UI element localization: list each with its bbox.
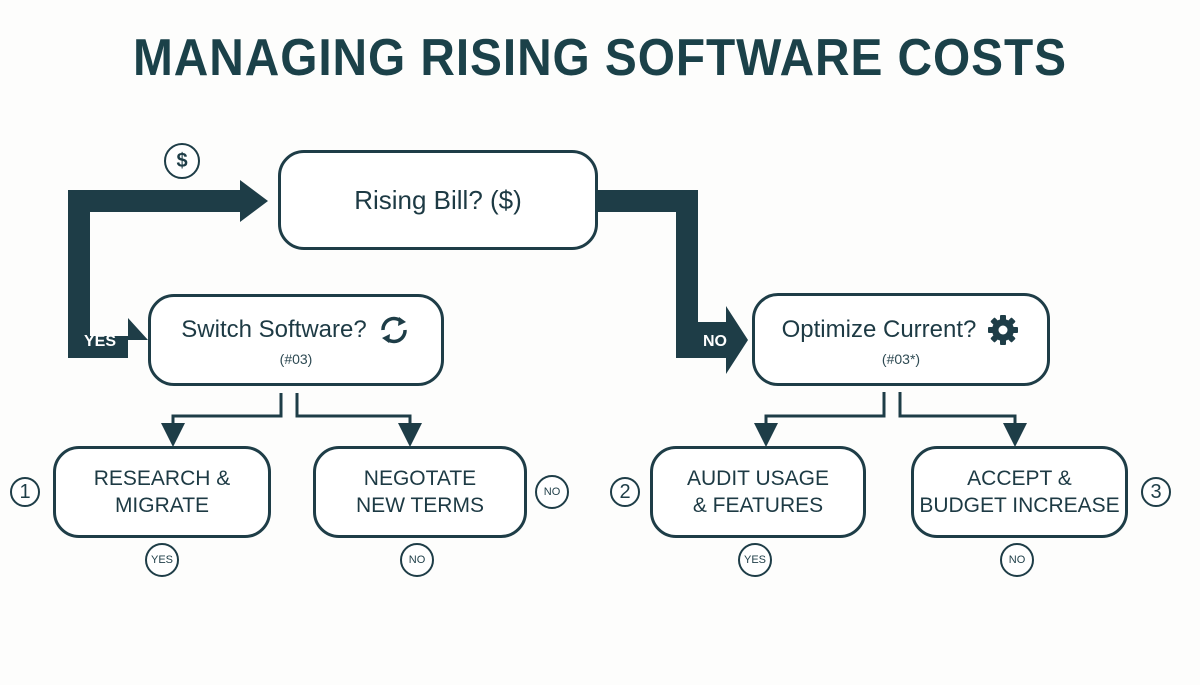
switch-right-line <box>295 393 422 447</box>
negotiate-terms-label: NEGOTATE NEW TERMS <box>356 467 484 517</box>
optimize-current-label: Optimize Current? <box>781 315 977 343</box>
yes-tag: YES <box>84 333 117 350</box>
yes-loop-arrow <box>68 180 268 358</box>
rising-bill-node: Rising Bill? ($) <box>278 150 598 250</box>
switch-left-line <box>161 393 283 447</box>
step-3-marker: 3 <box>1141 477 1171 507</box>
research-yes-badge: YES <box>145 543 179 577</box>
optimize-current-code: (#03*) <box>881 350 921 367</box>
accept-no-badge: NO <box>1000 543 1034 577</box>
optimize-left-line <box>754 392 886 447</box>
negotiate-no-badge: NO <box>400 543 434 577</box>
accept-budget-node: ACCEPT & BUDGET INCREASE <box>911 446 1128 538</box>
negotiate-side-badge: NO <box>535 475 569 509</box>
no-connector-arrow <box>598 190 748 374</box>
research-migrate-label: RESEARCH & MIGRATE <box>93 467 231 517</box>
switch-software-label: Switch Software? <box>181 316 367 343</box>
negotiate-terms-node: NEGOTATE NEW TERMS <box>313 446 527 538</box>
step-2-marker: 2 <box>610 477 640 507</box>
audit-usage-node: AUDIT USAGE & FEATURES <box>650 446 866 538</box>
page-title: MANAGING RISING SOFTWARE COSTS <box>133 29 1067 87</box>
gear-icon <box>988 314 1019 345</box>
refresh-icon <box>380 316 407 344</box>
rising-bill-label: Rising Bill? ($) <box>354 184 522 215</box>
audit-usage-label: AUDIT USAGE & FEATURES <box>687 467 829 517</box>
accept-budget-label: ACCEPT & BUDGET INCREASE <box>919 467 1120 517</box>
optimize-current-node: Optimize Current? (#03*) <box>752 293 1050 386</box>
step-1-marker: 1 <box>10 477 40 507</box>
research-migrate-node: RESEARCH & MIGRATE <box>53 446 271 538</box>
optimize-right-line <box>898 392 1027 447</box>
audit-yes-badge: YES <box>738 543 772 577</box>
dollar-circle-icon: $ <box>164 143 200 179</box>
no-tag: NO <box>703 333 727 350</box>
switch-software-code: (#03) <box>279 351 313 367</box>
switch-software-node: Switch Software? (#03) <box>148 294 444 386</box>
